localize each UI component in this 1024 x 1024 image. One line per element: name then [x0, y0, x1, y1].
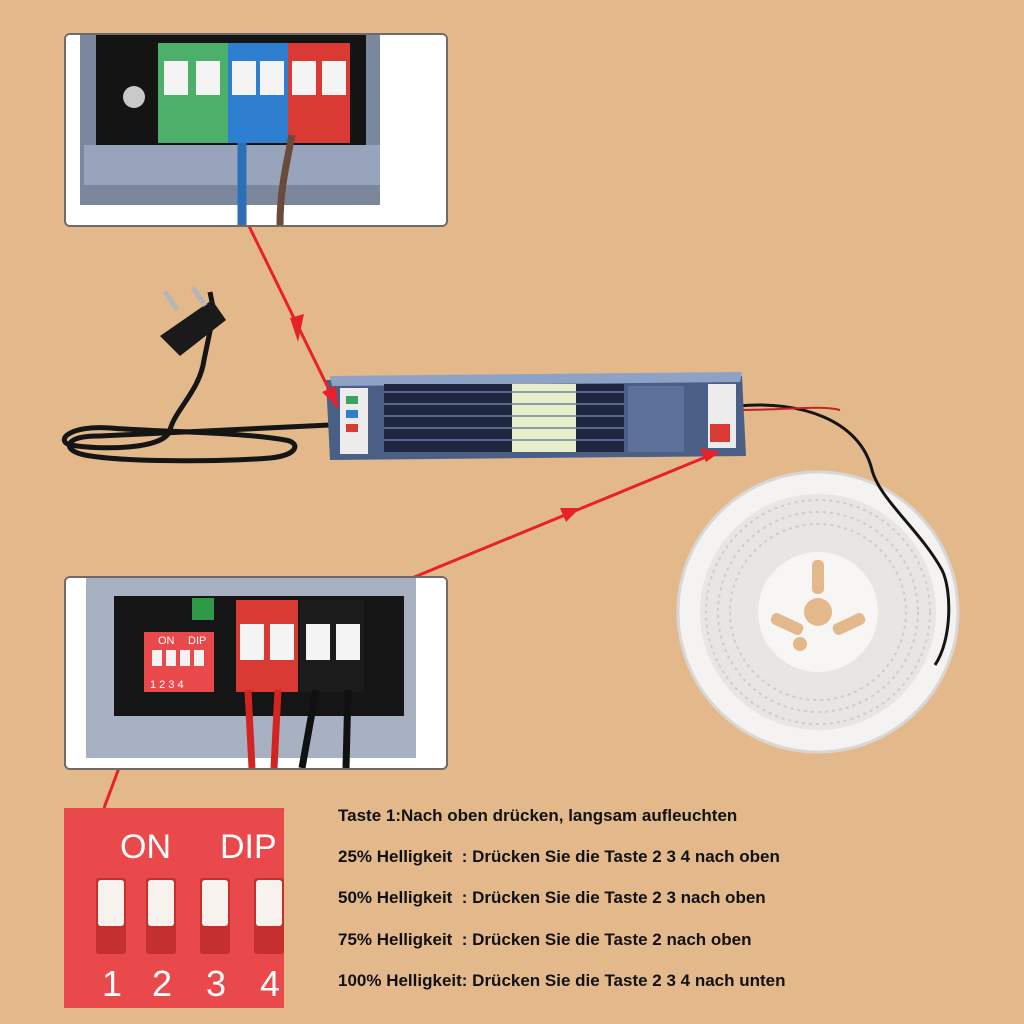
dip-number-2: 2 — [152, 963, 172, 1004]
output-cable — [737, 403, 951, 666]
output-terminal-detail: ON DIP 1 2 3 4 — [64, 576, 448, 770]
dip-on-label: ON — [120, 828, 171, 866]
small-dip-numbers: 1 2 3 4 — [150, 679, 184, 691]
dip-number-3: 3 — [206, 963, 226, 1004]
dip-switch-closeup: ON DIP 1 2 3 4 — [64, 808, 284, 1008]
instruction-line-5: 100% Helligkeit: Drücken Sie die Taste 2… — [338, 970, 786, 990]
power-plug — [61, 286, 331, 464]
instruction-line-3: 50% Helligkeit : Drücken Sie die Taste 2… — [338, 888, 766, 908]
small-dip-on-label: ON — [158, 635, 175, 647]
dip-switch-2[interactable] — [146, 878, 176, 954]
instruction-line-4: 75% Helligkeit : Drücken Sie die Taste 2… — [338, 929, 752, 949]
instruction-line-1: Taste 1:Nach oben drücken, langsam aufle… — [338, 806, 738, 825]
power-supply — [326, 372, 746, 460]
led-strip-reel — [676, 470, 960, 754]
small-dip-dip-label: DIP — [188, 635, 206, 647]
dip-switch-3[interactable] — [200, 878, 230, 954]
dip-instructions: Taste 1:Nach oben drücken, langsam aufle… — [338, 800, 1018, 1006]
input-terminal-detail — [64, 33, 448, 227]
dip-dip-label: DIP — [220, 828, 277, 866]
instruction-line-2: 25% Helligkeit : Drücken Sie die Taste 2… — [338, 847, 780, 867]
dip-switch-4[interactable] — [254, 878, 284, 954]
dip-number-1: 1 — [102, 963, 122, 1004]
dip-switch-1[interactable] — [96, 878, 126, 954]
dip-number-4: 4 — [260, 963, 280, 1004]
